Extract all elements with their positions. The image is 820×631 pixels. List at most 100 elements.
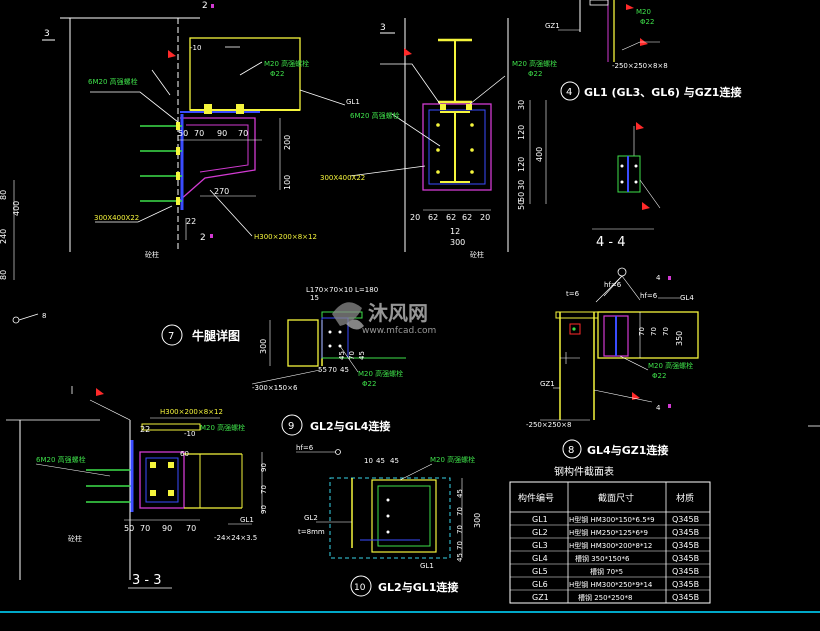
watermark: 沐风网 www.mfcad.com	[332, 301, 436, 336]
dim-10: 10	[364, 457, 373, 465]
detail-9-title-text: GL2与GL4连接	[310, 419, 390, 433]
bolt-label: M20	[636, 8, 651, 16]
anchor-bolt-label: 6M20 高强螺栓	[88, 77, 138, 86]
table-cell: Q345B	[672, 541, 699, 550]
dim-70c: 70	[662, 327, 670, 336]
dim-45d: 45	[456, 553, 464, 562]
thickness-t6: t=6	[566, 290, 580, 298]
detail-7-title-text: 牛腿详图	[192, 328, 240, 343]
section-table: 钢构件截面表 构件编号 截面尺寸 材质 GL1 H型钢 HM300*150*6.…	[509, 465, 711, 604]
dim-62b: 62	[446, 213, 456, 222]
dim-45b: 45	[358, 351, 366, 360]
dim-45c: 45	[456, 489, 464, 498]
dim-50b: 50	[517, 200, 526, 210]
section-mark-3: 3	[44, 29, 50, 39]
left-dim-80b: 80	[0, 270, 8, 280]
table-header-size: 截面尺寸	[598, 492, 634, 504]
hole-label: Φ22	[652, 372, 666, 380]
dim-20b: 20	[480, 213, 490, 222]
table-cell: GL5	[532, 567, 548, 576]
section-3-3-label: 3 - 3	[132, 573, 162, 588]
red-flag	[168, 50, 176, 58]
bracket-section-label: H300×200×8×12	[254, 233, 317, 241]
table-cell: Q345B	[672, 567, 699, 576]
bolt-label: M20 高强螺栓	[264, 59, 309, 68]
gl1-label: GL1	[240, 516, 254, 524]
dim-55: 55	[318, 366, 327, 374]
hole-label: Φ22	[270, 70, 284, 78]
bolt-label: M20 高强螺栓	[512, 59, 557, 68]
bracket-section-label: H300×200×8×12	[160, 408, 223, 416]
detail-3-group: 3 2	[42, 1, 360, 259]
weld-hf6: hf=6	[296, 444, 314, 452]
detail-4-title: 4 GL1 (GL3、GL6) 与GZ1连接	[560, 81, 741, 101]
dim-200: 200	[283, 135, 292, 150]
dim-90: 90	[217, 129, 227, 138]
section-mark-2: 2	[202, 1, 208, 11]
table-title: 钢构件截面表	[554, 465, 614, 478]
detail-10-number: 10	[354, 583, 366, 593]
t8mm-label: t=8mm	[298, 528, 325, 536]
hole-label: Φ22	[640, 18, 654, 26]
dim-15: 15	[310, 294, 319, 302]
dim-62: 62	[428, 213, 438, 222]
plate-10-label: -10	[184, 430, 195, 438]
end-plate-inner	[428, 109, 486, 185]
section-mark-3b: 3	[380, 23, 386, 33]
bolt-group-label: 6M20 高强螺栓	[350, 111, 400, 120]
watermark-url: www.mfcad.com	[362, 326, 436, 336]
left-dim-80: 80	[0, 190, 8, 200]
section-mark-2b: 2	[200, 233, 206, 243]
dim-45c: 45	[340, 366, 349, 374]
detail-9-number: 9	[288, 421, 294, 432]
gl4-label: GL4	[680, 294, 694, 302]
dim-70: 70	[456, 507, 464, 516]
bolt-label: M20 高强螺栓	[358, 369, 403, 378]
table-header-id: 构件编号	[518, 492, 554, 504]
mark-box	[210, 234, 213, 238]
detail-4-number: 4	[566, 87, 572, 98]
table-header-material: 材质	[676, 492, 694, 504]
table-cell: GZ1	[532, 593, 549, 602]
bracket-inner	[186, 124, 249, 173]
table-cell: 槽钢 70*5	[590, 567, 623, 576]
dim-12: 12	[450, 227, 460, 236]
dim-100: 100	[283, 175, 292, 190]
left-mark-8: 8	[42, 312, 46, 320]
detail-8-title-text: GL4与GZ1连接	[587, 443, 668, 457]
table-cell: GL1	[532, 515, 548, 524]
detail-10-group: hf=6 10 45 45 M20 高强螺栓 45 70 70 70 45 30…	[296, 444, 482, 597]
table-frame	[509, 481, 711, 604]
dim-22: 22	[186, 217, 196, 226]
dim-50: 50	[124, 524, 134, 533]
dim-22: 22	[140, 425, 150, 434]
plate-label: -250×250×8×8	[612, 62, 668, 70]
gz1-label: GZ1	[545, 22, 560, 30]
dim-270: 270	[214, 187, 229, 196]
dim-70b: 70	[238, 129, 248, 138]
dim-90: 90	[260, 463, 268, 472]
table-cell: GL4	[532, 554, 548, 563]
section-mark-4b: 4	[656, 404, 661, 412]
section-4-4-group: 4 - 4	[592, 122, 661, 250]
dim-62c: 62	[462, 213, 472, 222]
detail-10-title-text: GL2与GL1连接	[378, 580, 458, 594]
dim-45: 45	[376, 457, 385, 465]
table-cell: Q345B	[672, 515, 699, 524]
dim-120b: 120	[517, 157, 526, 172]
bolt-label: M20 高强螺栓	[430, 455, 475, 464]
dim-350: 350	[675, 331, 684, 346]
dim-20: 20	[410, 213, 420, 222]
dim-70b: 70	[456, 525, 464, 534]
end-plate	[422, 103, 492, 191]
detail-4-leaders	[349, 63, 506, 177]
red-flag	[404, 48, 412, 56]
dim-70: 70	[260, 485, 268, 494]
table-cell: Q345B	[672, 554, 699, 563]
detail-8-number: 8	[568, 445, 574, 456]
dim-70c: 70	[186, 524, 196, 533]
bolt-label: M20 高强螺栓	[200, 423, 245, 432]
bolt-nuts	[176, 104, 244, 205]
